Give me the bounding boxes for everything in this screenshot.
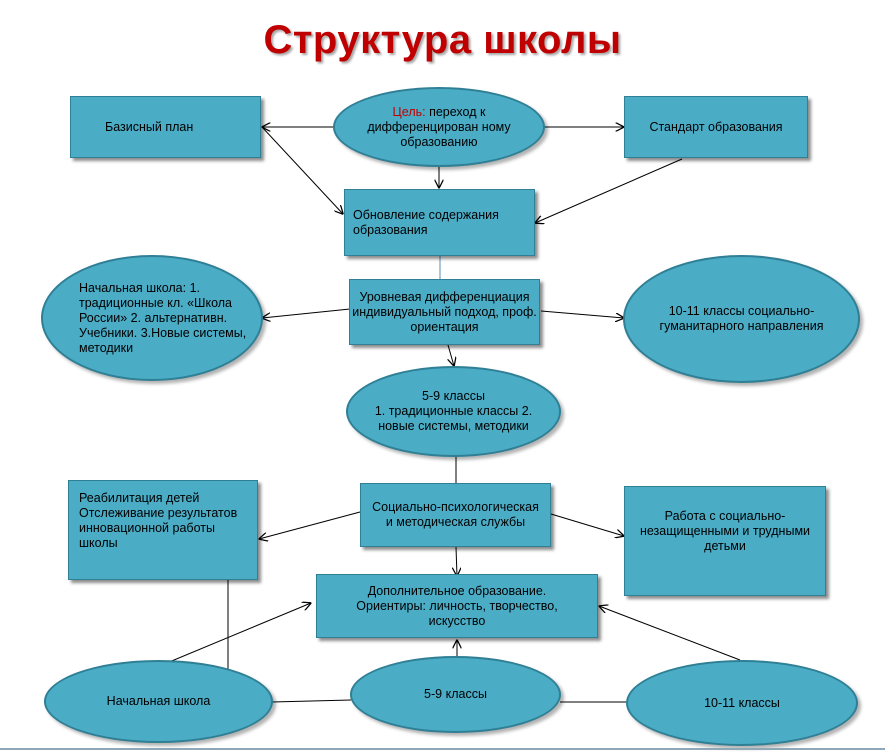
level-diff-box: Уровневая дифференциация индивидуальный … [349, 279, 540, 345]
middle-detail-ellipse: 5-9 классы 1. традиционные классы 2. нов… [346, 366, 561, 457]
diagram-title: Структура школы [263, 18, 622, 62]
standard-text: Стандарт образования [649, 119, 783, 134]
primary-detail-ellipse: Начальная школа: 1. традиционные кл. «Шк… [41, 255, 263, 381]
level-diff-text: Уровневая дифференциация индивидуальный … [352, 289, 537, 334]
update-content-text: Обновление содержания образования [353, 207, 499, 237]
arrow-standard-to-update [535, 158, 683, 223]
arrow-services-to-extra [456, 546, 457, 576]
services-box: Социально-психологическая и методическая… [360, 483, 551, 547]
extra-edu-box: Дополнительное образование. Ориентиры: л… [316, 574, 598, 638]
goal-ellipse: Цель: переход к дифференцирован ному обр… [333, 87, 545, 167]
arrow-services-to-social [550, 513, 624, 536]
arrow-level-to-senior-detail [540, 310, 624, 318]
arrow-level-to-middle-detail [448, 344, 454, 366]
senior-detail-ellipse: 10-11 классы социально-гуманитарного нап… [623, 255, 860, 383]
arrow-primary-to-extra [149, 603, 311, 671]
rehab-box: Реабилитация детей Отслеживание результа… [68, 480, 258, 580]
extra-edu-text: Дополнительное образование. Ориентиры: л… [356, 583, 558, 628]
standard-box: Стандарт образования [624, 96, 808, 158]
basis-plan-text: Базисный план [105, 119, 194, 134]
social-work-text: Работа с социально-незащищенными и трудн… [639, 509, 811, 553]
primary-school-ellipse: Начальная школа [44, 660, 273, 743]
services-text: Социально-психологическая и методическая… [372, 500, 539, 529]
social-work-box: Работа с социально-незащищенными и трудн… [624, 486, 826, 596]
line-primary-to-middle [271, 699, 352, 703]
update-content-box: Обновление содержания образования [344, 189, 535, 256]
goal-text: переход к дифференцирован ному образован… [367, 104, 511, 149]
senior-school-text: 10-11 классы [704, 695, 780, 710]
arrow-basis-to-update [261, 126, 343, 214]
arrow-services-to-rehab [259, 511, 361, 539]
frame-border [0, 748, 885, 750]
goal-label: Цель: [392, 104, 426, 119]
basis-plan-box: Базисный план [70, 96, 261, 158]
primary-school-text: Начальная школа [106, 694, 211, 708]
arrow-senior-to-extra [599, 606, 741, 661]
arrow-level-to-primary-detail [262, 308, 351, 318]
senior-school-ellipse: 10-11 классы [626, 660, 858, 746]
rehab-text: Реабилитация детей Отслеживание результа… [79, 491, 238, 550]
middle-detail-text: 5-9 классы 1. традиционные классы 2. нов… [374, 389, 533, 433]
middle-school-ellipse: 5-9 классы [350, 656, 561, 733]
middle-school-text: 5-9 классы [424, 687, 487, 701]
senior-detail-text: 10-11 классы социально-гуманитарного нап… [659, 304, 824, 333]
primary-detail-text: Начальная школа: 1. традиционные кл. «Шк… [79, 280, 247, 355]
